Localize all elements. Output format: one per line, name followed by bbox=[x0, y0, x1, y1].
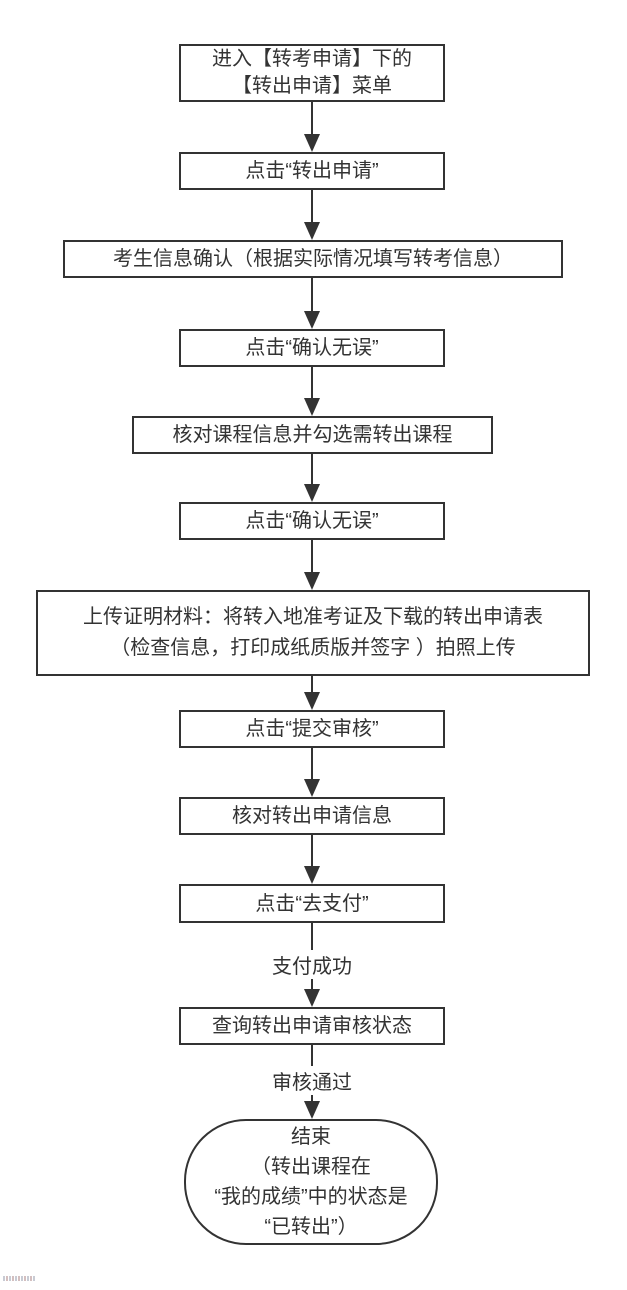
arrow-head-icon bbox=[304, 134, 320, 152]
arrow-head-icon bbox=[304, 572, 320, 590]
node-check-transfer-apply-info: 核对转出申请信息 bbox=[179, 797, 445, 835]
arrow-line-8 bbox=[310, 748, 314, 780]
arrow-line-4 bbox=[310, 367, 314, 399]
node-enter-transfer-menu: 进入【转考申请】下的 【转出申请】菜单 bbox=[179, 44, 445, 102]
node-click-pay: 点击“去支付” bbox=[179, 884, 445, 923]
arrow-line-7 bbox=[310, 676, 314, 693]
arrow-head-icon bbox=[304, 484, 320, 502]
arrow-line-9 bbox=[310, 835, 314, 867]
corner-watermark bbox=[3, 1276, 36, 1281]
arrow-head-icon bbox=[304, 989, 320, 1007]
arrow-head-icon bbox=[304, 222, 320, 240]
arrow-line-1 bbox=[310, 102, 314, 135]
edge-label-review-passed: 审核通过 bbox=[267, 1066, 357, 1095]
arrow-head-icon bbox=[304, 779, 320, 797]
arrow-line-6 bbox=[310, 540, 314, 573]
node-click-submit-review: 点击“提交审核” bbox=[179, 710, 445, 748]
node-confirm-candidate-info: 考生信息确认（根据实际情况填写转考信息） bbox=[63, 240, 563, 278]
node-check-courses: 核对课程信息并勾选需转出课程 bbox=[132, 416, 493, 454]
node-end-terminal: 结束 （转出课程在 “我的成绩”中的状态是 “已转出”） bbox=[184, 1119, 438, 1245]
node-upload-materials: 上传证明材料：将转入地准考证及下载的转出申请表 （检查信息，打印成纸质版并签字 … bbox=[36, 590, 590, 676]
arrow-line-2 bbox=[310, 190, 314, 223]
node-click-transfer-out: 点击“转出申请” bbox=[179, 152, 445, 190]
arrow-head-icon bbox=[304, 398, 320, 416]
node-click-confirm-2: 点击“确认无误” bbox=[179, 502, 445, 540]
arrow-line-5 bbox=[310, 454, 314, 485]
arrow-head-icon bbox=[304, 692, 320, 710]
arrow-head-icon bbox=[304, 866, 320, 884]
node-click-confirm-1: 点击“确认无误” bbox=[179, 329, 445, 367]
arrow-head-icon bbox=[304, 1101, 320, 1119]
edge-label-payment-success: 支付成功 bbox=[267, 950, 357, 979]
arrow-line-3 bbox=[310, 278, 314, 312]
node-query-review-status: 查询转出申请审核状态 bbox=[179, 1007, 445, 1045]
arrow-head-icon bbox=[304, 311, 320, 329]
